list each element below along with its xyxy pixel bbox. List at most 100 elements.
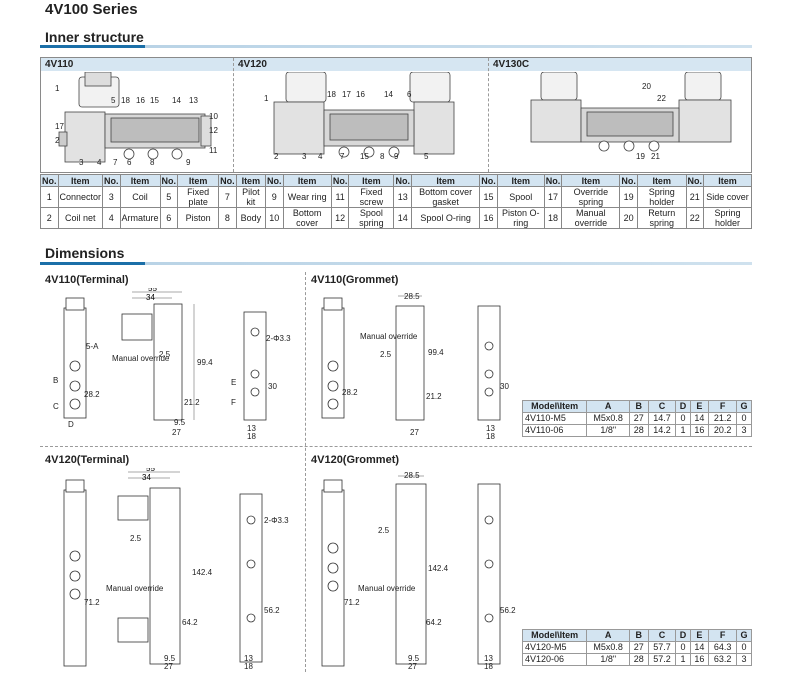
table-header-cell: Item	[348, 174, 395, 187]
callout: 20	[642, 82, 651, 91]
table-cell: 1/8"	[586, 653, 631, 666]
table-cell: 14	[689, 412, 710, 425]
table-cell: 0	[736, 412, 752, 425]
svg-text:55: 55	[148, 288, 157, 293]
panel-label-4v120: 4V120	[234, 58, 489, 71]
table-cell: 12	[330, 207, 350, 229]
dim-label: 2-Φ3.3	[266, 334, 291, 343]
table-cell: Body	[235, 207, 267, 229]
table-header-cell: C	[647, 400, 677, 413]
table-header-cell: F	[708, 400, 738, 413]
table-header-cell: Item	[410, 174, 481, 187]
dim-label: 27	[410, 428, 419, 437]
table-header-cell: G	[736, 400, 752, 413]
table-cell: 3	[102, 186, 121, 208]
table-header-cell: No.	[685, 174, 704, 187]
callout: 4	[318, 152, 323, 161]
dim-label: 27	[172, 428, 181, 437]
table-header-cell: Item	[703, 174, 752, 187]
dim-label: 28.2	[342, 388, 358, 397]
table-cell: 1	[675, 653, 691, 666]
dim-label: 13	[244, 654, 253, 663]
drawing-4v110-grommet	[321, 295, 501, 421]
table-header-cell: No.	[102, 174, 121, 187]
dim-label: F	[231, 398, 236, 407]
label-manual-override: Manual override	[106, 584, 164, 593]
view-label-4v120-terminal: 4V120(Terminal)	[45, 454, 130, 466]
table-cell: 8	[218, 207, 237, 229]
view-label-4v110-grommet: 4V110(Grommet)	[311, 274, 399, 286]
callout: 17	[55, 122, 64, 131]
table-cell: 28	[629, 653, 649, 666]
dim-label: 13	[484, 654, 493, 663]
dim-label: 71.2	[84, 598, 100, 607]
table-cell: Spring holder	[636, 186, 687, 208]
table-header-cell: B	[629, 629, 649, 642]
callout: 16	[136, 96, 145, 105]
dim-label: 99.4	[428, 348, 444, 357]
table-cell: Bottom cover gasket	[410, 186, 481, 208]
valve-4v130c-inner-drawing	[530, 72, 732, 152]
table-cell: 16	[479, 207, 498, 229]
table-cell: Fixed plate	[177, 186, 220, 208]
table-cell: 3	[736, 424, 752, 437]
table-cell: 4V110-M5	[521, 412, 588, 425]
callout: 4	[97, 158, 102, 167]
dim-label: 18	[486, 432, 495, 441]
inner-structure-rule	[40, 45, 752, 48]
table-header-cell: No.	[393, 174, 412, 187]
table-cell: Side cover	[703, 186, 752, 208]
table-cell: 4	[102, 207, 121, 229]
callout: 9	[186, 158, 191, 167]
drawing-4v120-terminal: 55 34	[63, 468, 263, 667]
table-header-cell: D	[675, 400, 691, 413]
table-cell: Piston	[177, 207, 220, 229]
table-cell: 27	[629, 412, 649, 425]
table-cell: 14.2	[647, 424, 677, 437]
table-cell: Piston O-ring	[496, 207, 545, 229]
dim-label: 18	[247, 432, 256, 441]
table-header-cell: G	[736, 629, 752, 642]
table-cell: Return spring	[636, 207, 687, 229]
dim-label: 30	[268, 382, 277, 391]
table-cell: Coil	[119, 186, 161, 208]
table-cell: 13	[393, 186, 412, 208]
callout: 5	[424, 152, 429, 161]
callout: 16	[356, 90, 365, 99]
dim-label: 9.5	[164, 654, 176, 663]
dim-label: B	[53, 376, 59, 385]
table-header-cell: No.	[543, 174, 563, 187]
svg-text:34: 34	[146, 293, 155, 302]
dim-label: E	[231, 378, 237, 387]
callout: 6	[407, 90, 412, 99]
table-cell: Armature	[119, 207, 161, 229]
label-manual-override: Manual override	[360, 332, 418, 341]
table-cell: Wear ring	[282, 186, 332, 208]
inner-structure-title: Inner structure	[45, 29, 144, 45]
callout: 8	[380, 152, 385, 161]
table-cell: 4V120-06	[521, 653, 588, 666]
table-header-cell: No.	[479, 174, 498, 187]
table-cell: 6	[159, 207, 179, 229]
callout: 21	[651, 152, 660, 161]
table-cell: 17	[543, 186, 563, 208]
svg-text:55: 55	[146, 468, 155, 473]
dimensions-title: Dimensions	[45, 245, 125, 261]
dim-label: 27	[164, 662, 173, 671]
label-manual-override: Manual override	[358, 584, 416, 593]
dim-label: 2.5	[380, 350, 392, 359]
table-header-cell: A	[586, 400, 631, 413]
callout: 10	[209, 112, 218, 121]
dim-label: 56.2	[264, 606, 280, 615]
table-cell: 5	[159, 186, 179, 208]
inner-structure-panel: 4V110 4V120 4V130C 1 5 18 16 15 14 13 10…	[40, 57, 752, 173]
table-cell: Spool O-ring	[410, 207, 481, 229]
table-cell: 0	[675, 641, 691, 654]
label-manual-override: Manual override	[112, 354, 170, 363]
table-cell: 28	[629, 424, 649, 437]
table-header-cell: Item	[561, 174, 621, 187]
